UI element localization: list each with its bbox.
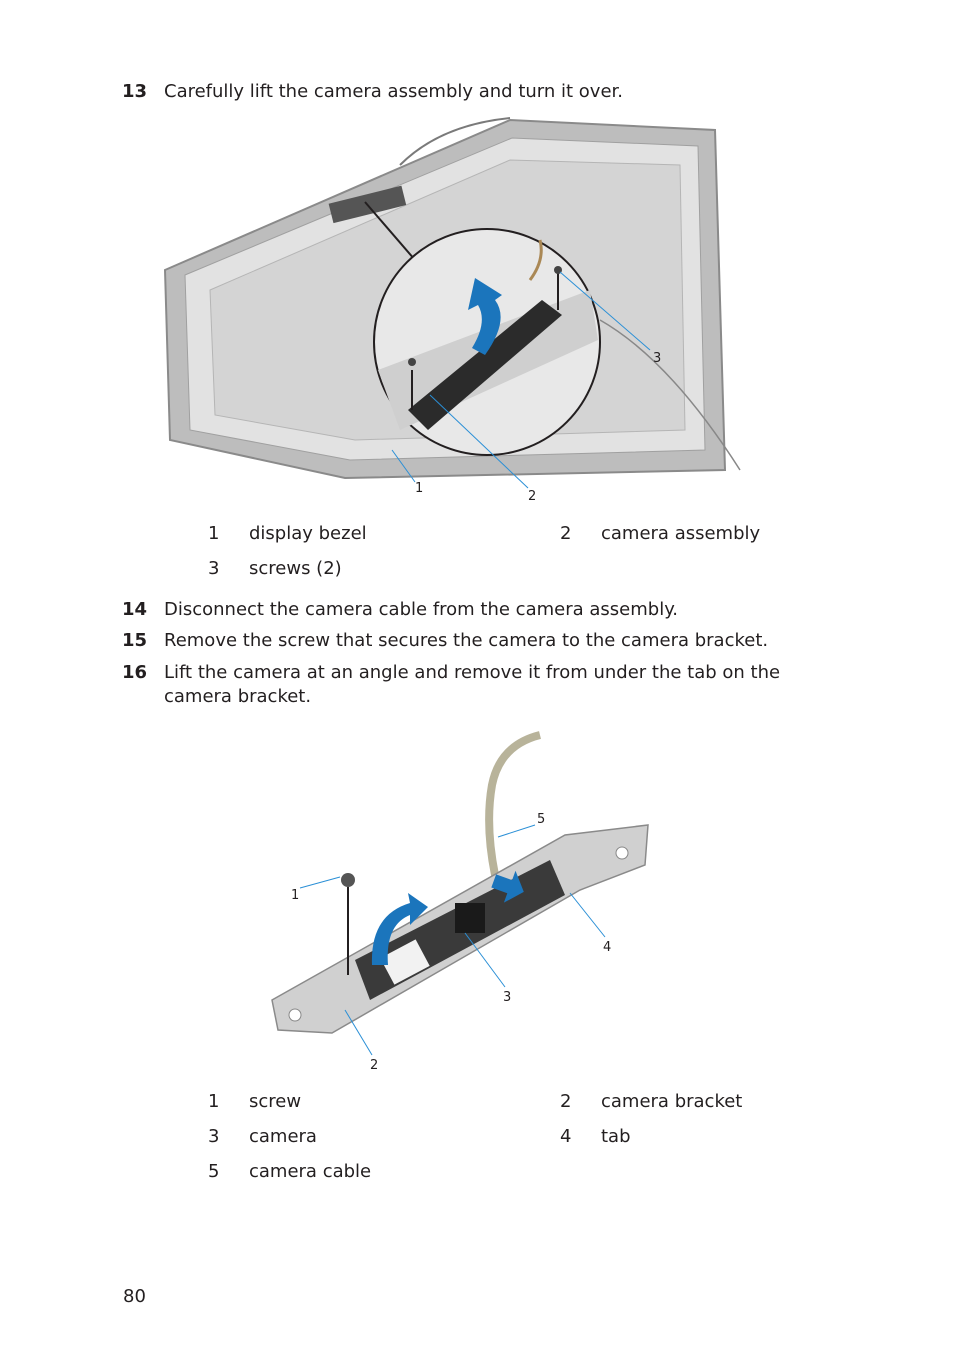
lift-arrow-icon <box>468 278 502 355</box>
legend-number: 2 <box>560 1091 572 1112</box>
legend-number: 1 <box>208 1091 220 1112</box>
figure-display-camera-assembly: 1 2 3 <box>163 117 741 504</box>
callout-3: 3 <box>503 990 511 1005</box>
legend-row: 3 camera 4 tab <box>200 1125 820 1160</box>
step-number: 16 <box>122 662 148 683</box>
legend-number: 4 <box>560 1126 572 1147</box>
legend-label: screw <box>249 1091 302 1112</box>
callout-1: 1 <box>415 481 423 496</box>
legend-number: 1 <box>208 523 220 544</box>
callout-3: 3 <box>653 351 661 366</box>
legend-label: tab <box>601 1126 631 1147</box>
callout-2: 2 <box>528 489 536 504</box>
figure-camera-bracket: 1 2 3 4 5 <box>271 731 649 1073</box>
legend-row: 1 screw 2 camera bracket <box>200 1090 820 1125</box>
legend-figure-1: 1 display bezel 2 camera assembly 3 scre… <box>200 522 820 592</box>
legend-label: camera assembly <box>601 523 761 544</box>
step-number: 15 <box>122 630 148 651</box>
step-text: Remove the screw that secures the camera… <box>164 630 769 651</box>
legend-label: display bezel <box>249 523 367 544</box>
callout-1: 1 <box>291 888 299 903</box>
legend-label: screws (2) <box>249 558 342 579</box>
step-text: Disconnect the camera cable from the cam… <box>164 599 679 620</box>
legend-number: 2 <box>560 523 572 544</box>
screw-icon <box>341 873 355 887</box>
legend-label: camera bracket <box>601 1091 743 1112</box>
step-number: 13 <box>122 81 148 102</box>
step-text: Lift the camera at an angle and remove i… <box>164 662 781 707</box>
lift-arrow-icon <box>371 893 428 965</box>
legend-number: 5 <box>208 1161 220 1182</box>
legend-number: 3 <box>208 558 220 579</box>
disconnect-arrow-icon <box>491 870 524 903</box>
step-text: Carefully lift the camera assembly and t… <box>164 81 623 102</box>
step-number: 14 <box>122 599 148 620</box>
legend-number: 3 <box>208 1126 220 1147</box>
legend-label: camera cable <box>249 1161 372 1182</box>
legend-row: 3 screws (2) <box>200 557 820 592</box>
camera-cable-illustration <box>485 731 542 876</box>
legend-row: 1 display bezel 2 camera assembly <box>200 522 820 557</box>
callout-2: 2 <box>370 1058 378 1073</box>
callout-5: 5 <box>537 812 545 827</box>
page-number: 80 <box>123 1286 146 1307</box>
legend-figure-2: 1 screw 2 camera bracket 3 camera 4 tab … <box>200 1090 820 1195</box>
callout-4: 4 <box>603 940 611 955</box>
legend-label: camera <box>249 1126 317 1147</box>
legend-row: 5 camera cable <box>200 1160 820 1195</box>
